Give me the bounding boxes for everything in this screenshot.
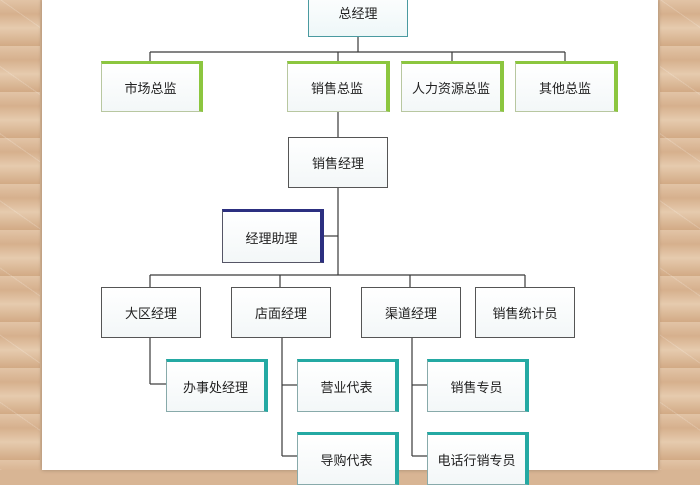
node-sales-specialist-label: 销售专员 — [450, 381, 503, 396]
node-business-rep: 营业代表 — [297, 359, 399, 412]
node-ceo-label: 总经理 — [338, 7, 378, 22]
node-channel-manager: 渠道经理 — [361, 287, 461, 338]
node-marketing-director: 市场总监 — [101, 61, 203, 112]
node-manager-assistant-label: 经理助理 — [245, 231, 298, 247]
node-hr-director: 人力资源总监 — [401, 61, 504, 112]
node-office-manager-label: 办事处经理 — [182, 381, 248, 396]
node-sales-specialist: 销售专员 — [427, 359, 529, 412]
wood-frame-right — [660, 0, 700, 470]
node-sales-statistician: 销售统计员 — [475, 287, 575, 338]
node-marketing-director-label: 市场总监 — [124, 82, 177, 97]
node-telesales-specialist: 电话行销专员 — [427, 432, 529, 485]
node-sales-director-label: 销售总监 — [310, 82, 363, 97]
node-telesales-specialist-label: 电话行销专员 — [437, 454, 516, 469]
node-office-manager: 办事处经理 — [166, 359, 268, 412]
node-regional-manager: 大区经理 — [101, 287, 201, 338]
node-shopping-guide-label: 导购代表 — [320, 454, 373, 469]
node-sales-manager-label: 销售经理 — [311, 157, 364, 172]
node-regional-manager-label: 大区经理 — [124, 307, 177, 322]
node-other-director-label: 其他总监 — [538, 82, 591, 97]
node-sales-director: 销售总监 — [287, 61, 390, 112]
node-ceo: 总经理 — [308, 0, 408, 37]
node-channel-manager-label: 渠道经理 — [384, 307, 437, 322]
node-sales-statistician-label: 销售统计员 — [492, 307, 558, 322]
wood-frame-left — [0, 0, 40, 470]
node-other-director: 其他总监 — [515, 61, 618, 112]
node-store-manager: 店面经理 — [231, 287, 331, 338]
connector-lines — [149, 37, 566, 457]
node-manager-assistant: 经理助理 — [222, 209, 324, 263]
node-hr-director-label: 人力资源总监 — [411, 82, 490, 97]
node-sales-manager: 销售经理 — [288, 137, 388, 188]
node-store-manager-label: 店面经理 — [254, 307, 307, 322]
node-business-rep-label: 营业代表 — [320, 381, 373, 396]
node-shopping-guide: 导购代表 — [297, 432, 399, 485]
